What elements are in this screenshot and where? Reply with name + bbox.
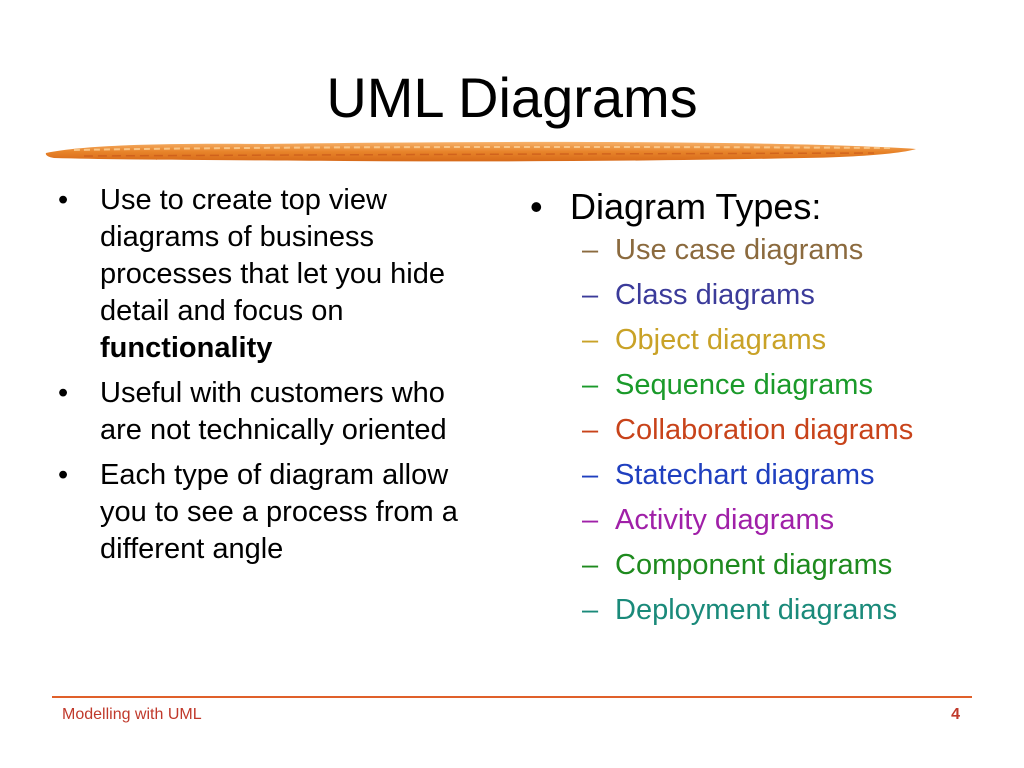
diagram-types-heading: • Diagram Types: (530, 184, 1010, 230)
diagram-type-label: Object diagrams (615, 324, 827, 356)
diagram-type-item: –Deployment diagrams (530, 592, 1010, 628)
dash-glyph: – (582, 234, 599, 266)
diagram-type-item: –Activity diagrams (530, 502, 1010, 538)
diagram-type-label: Deployment diagrams (615, 594, 898, 626)
bullet-glyph: • (58, 377, 69, 409)
diagram-type-label: Statechart diagrams (615, 459, 875, 491)
bullet-text: Each type of diagram allow you to see a … (100, 459, 458, 565)
heading-text: Diagram Types: (570, 186, 822, 227)
dash-glyph: – (582, 504, 599, 536)
bullet-bold-text: functionality (100, 332, 273, 364)
bullet-text: Use to create top view diagrams of busin… (100, 184, 445, 327)
bullet-item: • Use to create top view diagrams of bus… (58, 182, 478, 367)
diagram-type-item: –Component diagrams (530, 547, 1010, 583)
dash-glyph: – (582, 459, 599, 491)
bullet-glyph: • (58, 184, 69, 216)
diagram-type-items: –Use case diagrams–Class diagrams–Object… (530, 232, 1010, 628)
dash-glyph: – (582, 369, 599, 401)
diagram-type-item: –Sequence diagrams (530, 367, 1010, 403)
footer-divider (52, 696, 972, 698)
diagram-type-label: Collaboration diagrams (615, 414, 914, 446)
diagram-type-item: –Statechart diagrams (530, 457, 1010, 493)
title-underline-brushstroke (45, 141, 917, 162)
footer-text: Modelling with UML (62, 706, 202, 723)
diagram-type-label: Sequence diagrams (615, 369, 873, 401)
diagram-type-item: –Object diagrams (530, 322, 1010, 358)
diagram-type-label: Class diagrams (615, 279, 815, 311)
bullet-text: Useful with customers who are not techni… (100, 377, 447, 446)
diagram-types-list: • Diagram Types: –Use case diagrams–Clas… (530, 184, 1010, 637)
diagram-type-label: Use case diagrams (615, 234, 864, 266)
dash-glyph: – (582, 549, 599, 581)
bullet-item: • Each type of diagram allow you to see … (58, 457, 478, 568)
diagram-type-item: –Class diagrams (530, 277, 1010, 313)
page-number: 4 (951, 706, 960, 723)
bullet-item: • Useful with customers who are not tech… (58, 375, 478, 449)
left-bullet-list: • Use to create top view diagrams of bus… (58, 182, 478, 576)
bullet-glyph: • (530, 186, 543, 227)
diagram-type-item: –Use case diagrams (530, 232, 1010, 268)
dash-glyph: – (582, 324, 599, 356)
dash-glyph: – (582, 279, 599, 311)
dash-glyph: – (582, 594, 599, 626)
dash-glyph: – (582, 414, 599, 446)
bullet-glyph: • (58, 459, 69, 491)
slide-title: UML Diagrams (326, 66, 698, 129)
diagram-type-label: Component diagrams (615, 549, 893, 581)
diagram-type-label: Activity diagrams (615, 504, 835, 536)
diagram-type-item: –Collaboration diagrams (530, 412, 1010, 448)
